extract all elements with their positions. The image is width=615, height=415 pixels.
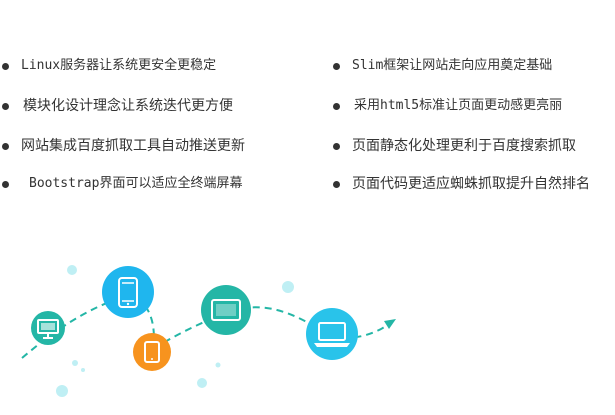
feature-item: Bootstrap界面可以适应全终端屏幕 — [0, 174, 242, 194]
tablet-landscape-icon — [201, 285, 251, 335]
feature-item: Slim框架让网站走向应用奠定基础 — [331, 56, 552, 76]
bullet-icon — [2, 142, 9, 150]
multi-device-illustration — [21, 265, 396, 397]
feature-text: Bootstrap界面可以适应全终端屏幕 — [29, 176, 243, 191]
feature-item: Linux服务器让系统更安全更稳定 — [0, 56, 216, 76]
arrow-icon — [384, 319, 396, 329]
feature-item: 采用html5标准让页面更动感更亮丽 — [331, 96, 562, 116]
feature-text: 网站集成百度抓取工具自动推送更新 — [21, 138, 245, 154]
bubble-decorations — [56, 265, 294, 397]
bullet-icon — [2, 102, 9, 110]
connection-path — [21, 295, 393, 359]
feature-item: 页面静态化处理更利于百度搜索抓取 — [331, 136, 576, 156]
bullet-icon — [333, 180, 340, 188]
feature-text: 页面静态化处理更利于百度搜索抓取 — [352, 138, 576, 154]
smartphone-icon — [102, 266, 154, 318]
bullet-icon — [2, 62, 9, 70]
desktop-monitor-icon — [31, 311, 65, 345]
bullet-icon — [333, 142, 340, 150]
feature-text: Linux服务器让系统更安全更稳定 — [21, 58, 217, 73]
tablet-icon — [133, 333, 171, 371]
feature-item: 网站集成百度抓取工具自动推送更新 — [0, 136, 245, 156]
feature-text: 模块化设计理念让系统迭代更方便 — [23, 98, 233, 114]
features-list: Linux服务器让系统更安全更稳定 模块化设计理念让系统迭代更方便 网站集成百度… — [0, 0, 615, 200]
feature-item: 模块化设计理念让系统迭代更方便 — [0, 96, 233, 116]
bullet-icon — [2, 180, 9, 188]
feature-text: 采用html5标准让页面更动感更亮丽 — [354, 98, 563, 113]
feature-text: 页面代码更适应蜘蛛抓取提升自然排名 — [352, 176, 590, 192]
bullet-icon — [333, 62, 340, 70]
feature-item: 页面代码更适应蜘蛛抓取提升自然排名 — [331, 174, 590, 194]
feature-text: Slim框架让网站走向应用奠定基础 — [352, 58, 553, 73]
laptop-icon — [306, 308, 358, 360]
bullet-icon — [333, 102, 340, 110]
